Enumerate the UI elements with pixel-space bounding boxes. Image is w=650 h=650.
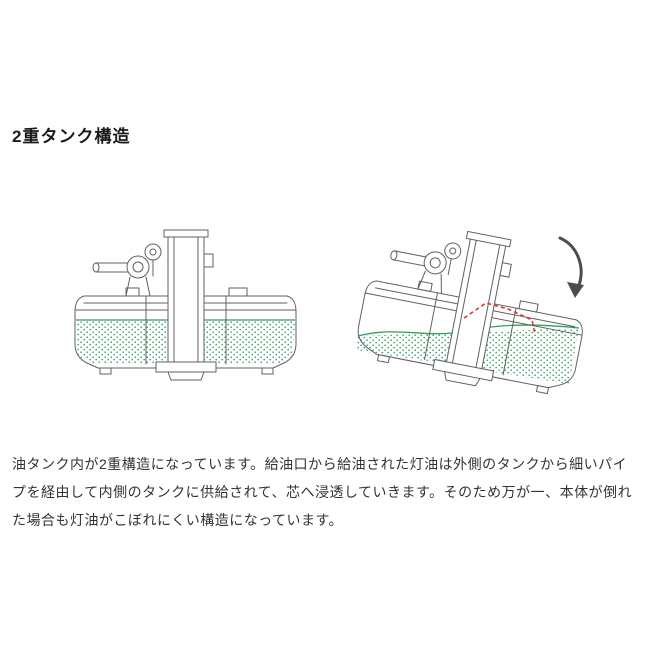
gear-wheel-inner [149, 248, 157, 256]
wick-tube-cap-tilted [465, 230, 512, 248]
adjuster-knob [126, 255, 150, 279]
base-flange-tilted [432, 358, 495, 382]
gear-wheel-inner-tilted [449, 247, 457, 255]
tank-shoulder-line-tilted [364, 292, 583, 336]
filler-cap [228, 287, 248, 297]
shaft-end-tilted [390, 250, 398, 261]
tube-bracket [203, 253, 214, 268]
foot-left-tilted [376, 354, 390, 364]
tube-bracket-tilted [499, 262, 512, 278]
gear-wheel-tilted [444, 242, 462, 260]
tank-outline [74, 295, 297, 369]
tank-outline-tilted [357, 280, 583, 389]
fuel-area [76, 320, 295, 364]
wick-tube [167, 235, 205, 365]
tilted-heater-body [357, 230, 583, 395]
filler-cap-tilted [518, 300, 539, 313]
mechanism-bracket [125, 259, 154, 297]
inner-tank-walls [145, 295, 227, 365]
wick-tube-cap [163, 229, 209, 238]
base-pedestal-tilted [444, 371, 481, 387]
supply-pipe-red-dashed [463, 302, 536, 335]
cap-left-tilted [417, 280, 433, 293]
upright-heater-diagram [74, 229, 297, 381]
fuel-level-wavy-line [357, 324, 580, 337]
tank-detail-lines-tilted [374, 287, 576, 328]
section-title: 2重タンク構造 [12, 127, 131, 146]
adjuster-knob-inner [132, 261, 144, 273]
wick-tube-inner-walls [173, 235, 199, 365]
gear-wheel [144, 243, 162, 261]
fuel-area-tilted [356, 328, 579, 384]
description-text: 油タンク内が2重構造になっています。給油口から給油された灯油は外側のタンクから細… [12, 456, 633, 528]
base-flange [155, 361, 217, 373]
shaft-end [92, 262, 100, 273]
mechanism-bracket-tilted [417, 258, 452, 295]
foot-right [261, 367, 274, 375]
adjuster-shaft [95, 262, 130, 273]
adjuster-shaft-tilted [392, 250, 428, 267]
adjuster-knob-inner-tilted [429, 257, 441, 269]
adjuster-knob-tilted [423, 251, 447, 275]
base-pedestal [167, 371, 205, 381]
foot-left [99, 367, 112, 375]
cap-left [125, 287, 140, 297]
wick-tube-inner-walls-tilted [451, 238, 501, 370]
inner-tank-walls-tilted [424, 292, 517, 376]
tilted-heater-diagram [356, 230, 584, 395]
wick-tube-tilted [445, 237, 507, 372]
foot-right-tilted [535, 385, 550, 395]
tilt-arrow-icon [558, 236, 584, 298]
